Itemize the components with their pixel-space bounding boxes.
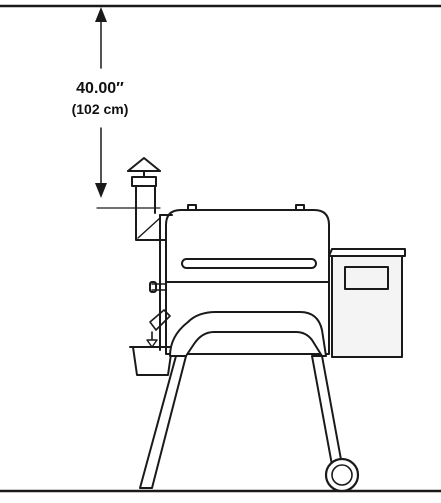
controller-display [345,267,388,289]
grease-bucket [130,310,175,375]
lid-handle [182,259,316,268]
height-cm-label: (102 cm) [71,101,129,117]
grill-lid [160,210,329,282]
chimney [128,158,166,240]
cart-wheel [326,459,358,491]
cart-frame [140,312,342,488]
pellet-hopper [329,249,405,357]
height-inches-label: 40.00″ [76,80,124,97]
grill-body [150,270,329,354]
height-dimension-arrow [95,7,160,208]
